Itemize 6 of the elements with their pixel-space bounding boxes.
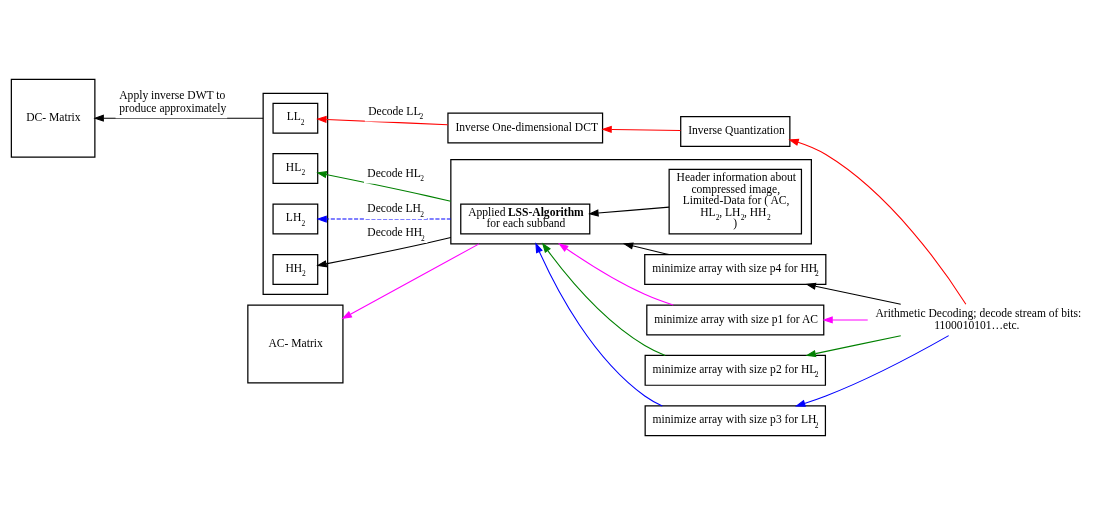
edge-label: Decode HH$_{2}$ (367, 226, 425, 243)
edge-label: Decode HL$_{2}$ (367, 166, 424, 184)
edge-label: Apply inverse DWT to produce approximately (119, 89, 227, 115)
edge-label: Decode LH$_{2}$ (367, 202, 424, 219)
edge-label: Decode LL$_{2}$ (368, 104, 424, 122)
node-text: Arithmetic Decoding; decode stream of bits: 1100010101…etc. (875, 306, 1082, 333)
